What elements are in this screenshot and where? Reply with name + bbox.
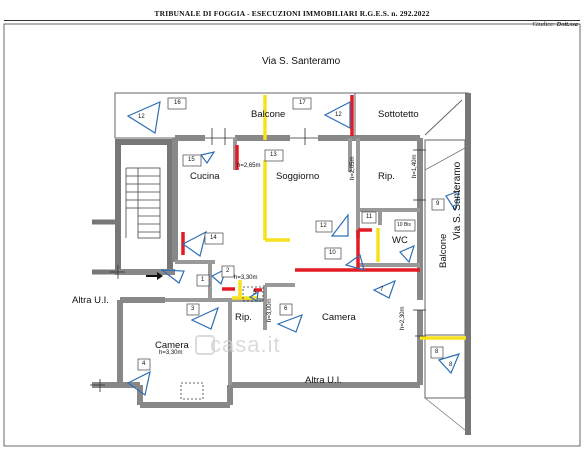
height-wc: h=1,40m (412, 154, 418, 178)
room-cucina: Cucina (190, 171, 220, 182)
height-disimpegno: h=3,30m (234, 275, 258, 281)
tag-9: 9 (436, 201, 440, 207)
watermark-house-icon (195, 335, 215, 355)
tag-8-marker: 8 (449, 362, 453, 368)
header-rule (4, 20, 580, 21)
tag-5: 5 (253, 290, 257, 296)
tag-boxes (137, 97, 445, 371)
tag-6: 6 (284, 306, 288, 312)
watermark: casa.it (210, 332, 281, 357)
tag-11: 11 (366, 214, 373, 220)
tag-12-balcony-right: 12 (335, 112, 342, 118)
room-rip-bottom: Rip. (235, 312, 252, 323)
tag-13: 13 (270, 152, 277, 158)
tag-2: 2 (226, 268, 230, 274)
room-wc: WC (392, 235, 408, 246)
tag-7: 7 (380, 287, 384, 293)
tag-14: 14 (210, 235, 217, 241)
room-sottotetto: Sottotetto (378, 109, 419, 120)
room-altra-ui-bottom: Altra U.I. (305, 375, 342, 386)
court-title: TRIBUNALE DI FOGGIA - ESECUZIONI IMMOBIL… (154, 9, 430, 18)
tag-1: 1 (201, 277, 205, 283)
street-top: Via S. Santeramo (262, 56, 341, 67)
room-altra-ui-left: Altra U.I. (72, 295, 109, 306)
judge-label: Giudice: Dott.ssa (532, 21, 578, 28)
room-balcone-right: Balcone (438, 233, 449, 268)
photo-markers (126, 101, 461, 397)
judge-name: Dott.ssa (556, 21, 579, 28)
right-balcony-outline (424, 139, 466, 336)
street-right: Via S. Santeramo (452, 161, 463, 240)
demolition-walls (181, 95, 420, 292)
tag-12-balcony: 12 (138, 114, 145, 120)
room-soggiorno: Soggiorno (276, 171, 320, 182)
height-rip-bottom: h=3,00m (267, 298, 273, 322)
room-balcone-top: Balcone (251, 109, 286, 120)
height-camera-left: h=3,30m (159, 350, 183, 356)
entrance-arrow (146, 272, 163, 280)
new-walls (232, 95, 466, 340)
height-soggiorno: h=2,65m (237, 163, 261, 169)
tag-8: 8 (435, 349, 439, 355)
document-header: TRIBUNALE DI FOGGIA - ESECUZIONI IMMOBIL… (0, 0, 584, 28)
tag-4: 4 (142, 361, 146, 367)
room-rip-top: Rip. (378, 171, 395, 182)
page-frame (3, 23, 581, 447)
tag-10-bis: 10 Bis (397, 222, 411, 228)
judge-label-text: Giudice: (532, 21, 555, 28)
main-walls (92, 135, 423, 408)
room-camera-left: Camera (155, 340, 189, 351)
tag-3: 3 (191, 306, 195, 312)
top-balcony-outline (114, 92, 356, 139)
height-camera-right: h=2,30m (400, 306, 406, 330)
window-ticks (90, 128, 426, 392)
room-camera-center: Camera (322, 312, 356, 323)
tag-10: 10 (329, 250, 336, 256)
stairs (125, 167, 161, 239)
tag-16: 16 (174, 100, 181, 106)
tag-17: 17 (299, 100, 306, 106)
height-rip: h=2,05m (350, 156, 356, 180)
tag-15: 15 (188, 157, 195, 163)
tag-12-living: 12 (320, 223, 327, 229)
